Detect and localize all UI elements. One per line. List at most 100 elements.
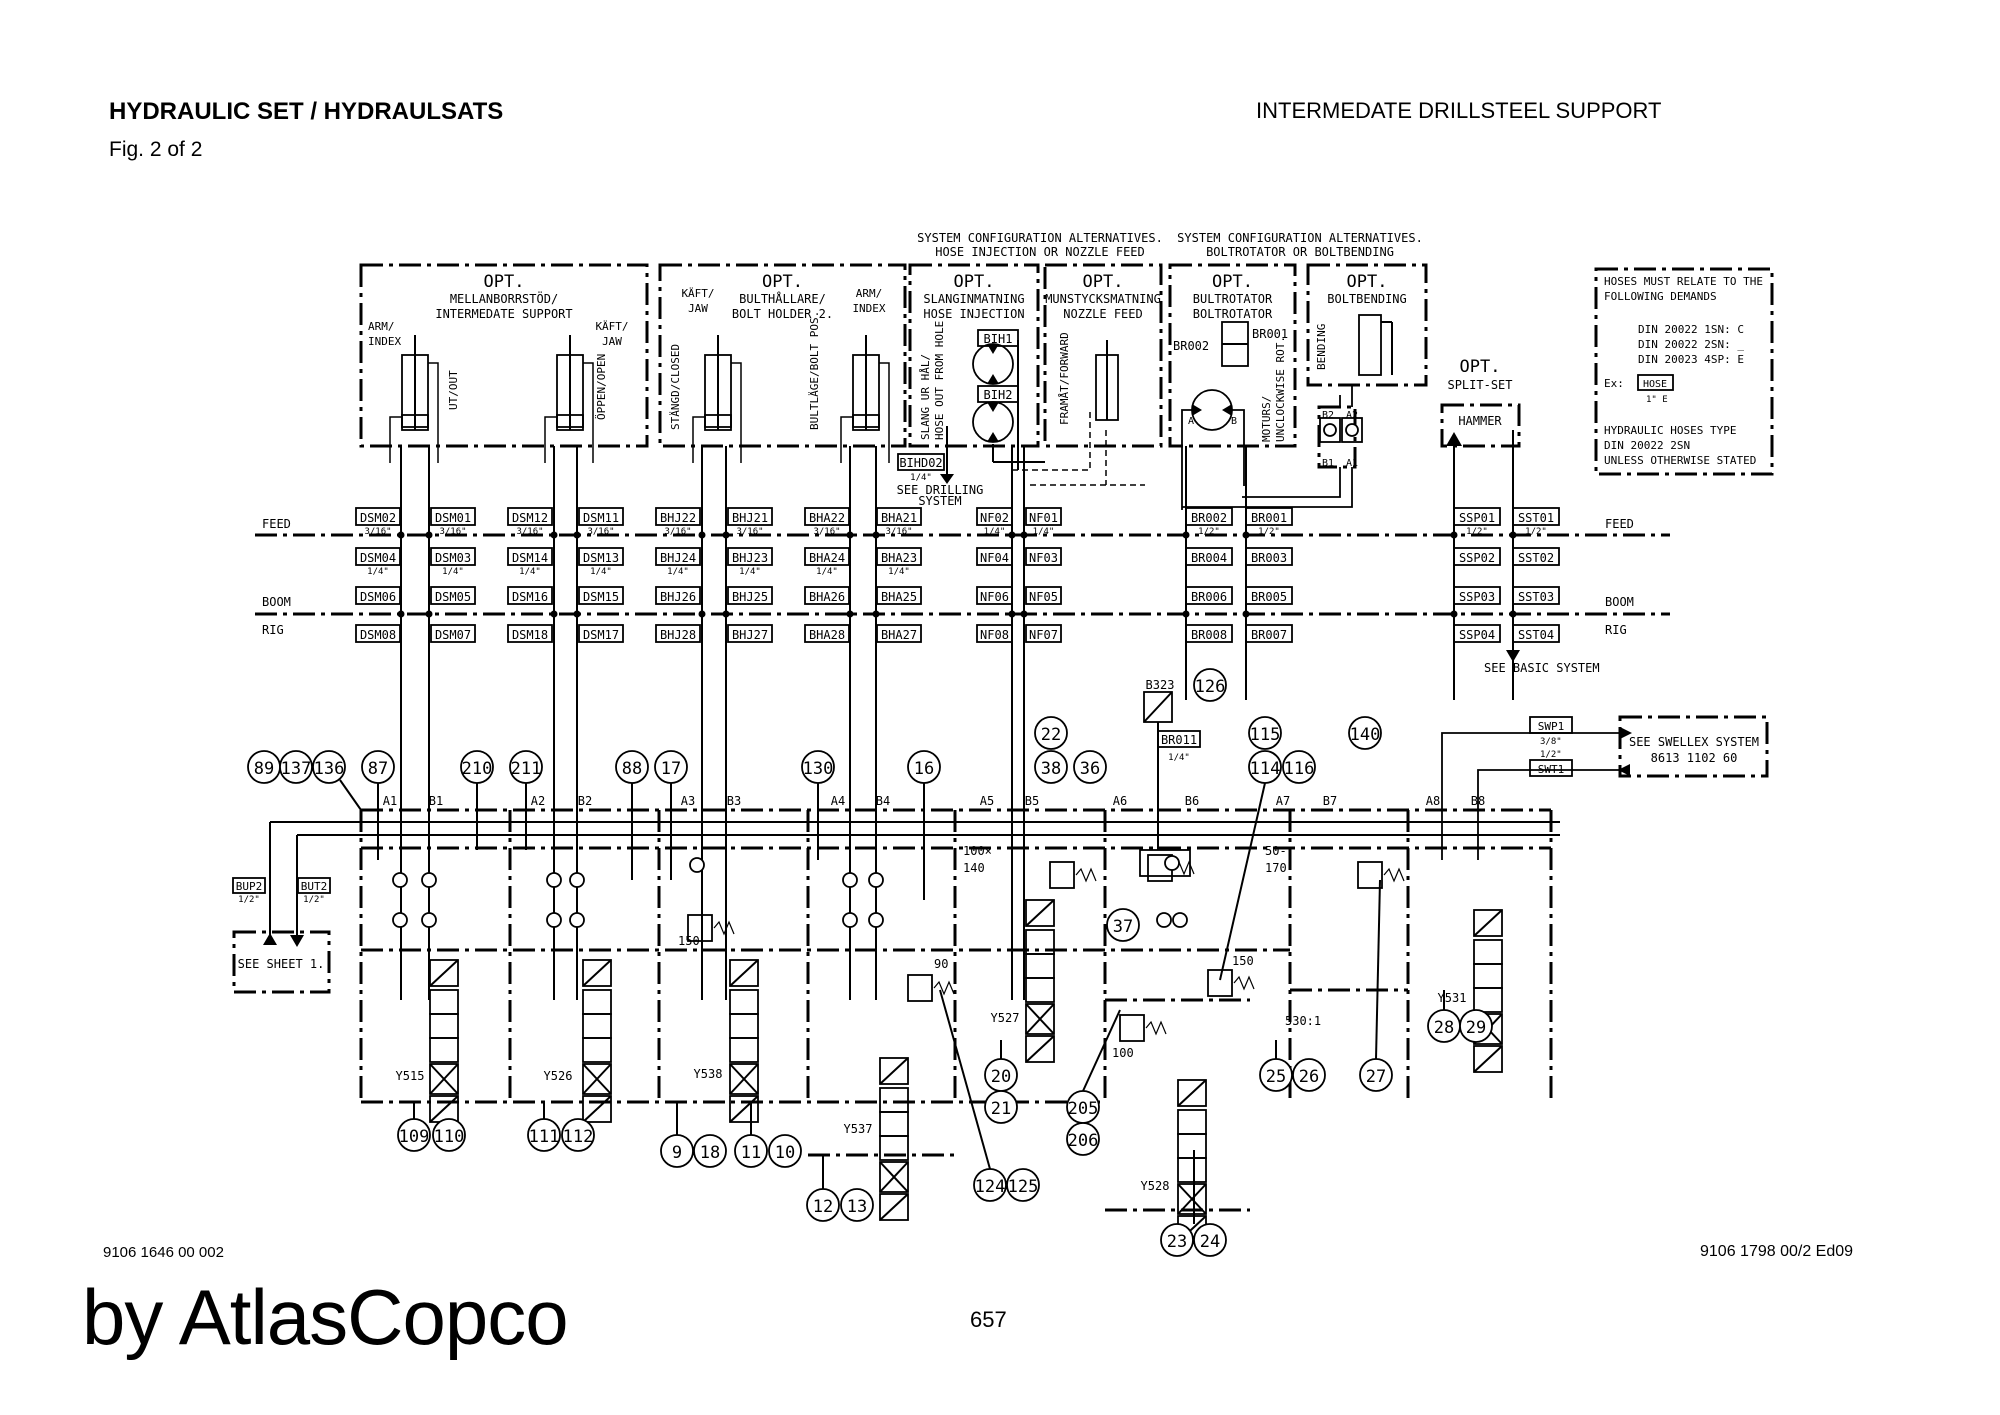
directional-valve-spool-cell [1025, 953, 1055, 979]
directional-valve-solenoid-a [582, 1095, 612, 1123]
direction-label: ÖPPEN/OPEN [595, 354, 608, 420]
item-callout [279, 750, 313, 784]
junction-dot [698, 531, 706, 539]
spring-icon [1383, 867, 1405, 883]
port-code-box [1025, 507, 1062, 526]
pipe-line [582, 1095, 612, 1123]
hose-note-text: HYDRAULIC HOSES TYPE [1604, 424, 1736, 437]
direction-label: MOTURS/ [1260, 396, 1273, 442]
item-callout-number: 210 [462, 759, 493, 779]
port-code: NF04 [980, 551, 1009, 565]
relief-valve-icon [1207, 969, 1233, 997]
setting-label: 50- [1265, 844, 1287, 858]
pipe-line [1143, 691, 1173, 723]
direction-label: STÄNGD/CLOSED [669, 344, 682, 430]
valve-label: Y537 [844, 1122, 873, 1136]
check-ball [1345, 423, 1359, 437]
port-code: NF03 [1029, 551, 1058, 565]
hose-size: 3/16" [364, 527, 391, 537]
port-code: BHJ23 [732, 551, 768, 565]
port-code: BHJ24 [660, 551, 696, 565]
check-valve-icon [392, 912, 408, 928]
setting-label: 100× [963, 844, 992, 858]
check-valve-icon [1156, 912, 1172, 928]
leader-line [1082, 1009, 1121, 1092]
port-code-box [1025, 586, 1062, 605]
setting-label: 150 [678, 934, 700, 948]
directional-valve-spool-cell [429, 989, 459, 1015]
port-code-box [578, 507, 624, 526]
item-callout [1193, 668, 1227, 702]
section-port-label: B5 [1025, 794, 1039, 808]
valve-label: Y527 [991, 1011, 1020, 1025]
page-title: HYDRAULIC SET / HYDRAULSATS [109, 98, 504, 125]
piston [704, 414, 732, 428]
item-callout-number: 28 [1434, 1018, 1454, 1038]
item-callout [840, 1188, 874, 1222]
directional-valve-spool-cell [582, 1037, 612, 1063]
hose-size: 3/16" [516, 527, 543, 537]
cylinder-port [389, 362, 439, 463]
relief-valve-icon [687, 914, 713, 942]
hose-size: 3/16" [885, 527, 912, 537]
junction-dot [1182, 531, 1190, 539]
directional-valve-solenoid-a [1025, 1035, 1055, 1063]
setting-label: 90 [934, 957, 948, 971]
junction-dot [1242, 531, 1250, 539]
hose-example-box [1637, 374, 1674, 391]
item-callout-number: 115 [1250, 725, 1281, 745]
hose-size: 1/2" [238, 895, 260, 905]
direction-label: UT/OUT [447, 370, 460, 410]
hose-example-sub: 1" E [1646, 395, 1668, 405]
port-code-box [727, 547, 773, 566]
pipe-line [1177, 1183, 1207, 1215]
item-callout [1066, 1122, 1100, 1156]
item-callout-number: 25 [1266, 1067, 1286, 1087]
directional-valve-spool-cell [879, 1135, 909, 1161]
pipe-line [1025, 1003, 1055, 1035]
port-code-box [578, 547, 624, 566]
actuator-label: JAW [688, 302, 708, 315]
directional-valve-spool-cell [1025, 977, 1055, 1003]
section-port-label: A1 [383, 794, 397, 808]
item-callout [1248, 716, 1282, 750]
config-note: SYSTEM CONFIGURATION ALTERNATIVES. [917, 231, 1163, 245]
relief-valve-icon [1049, 861, 1075, 889]
directional-valve-spool-cell [1473, 963, 1503, 989]
junction-dot [1182, 610, 1190, 618]
item-callout-number: 114 [1250, 759, 1281, 779]
boltbending-cylinder [1358, 314, 1382, 376]
directional-valve-spool-cell [729, 1037, 759, 1063]
item-callout-number: 24 [1200, 1232, 1220, 1252]
section-port-label: B6 [1185, 794, 1199, 808]
port-code-box [1185, 547, 1233, 566]
port-code-box [430, 547, 476, 566]
check-valve-icon [1172, 912, 1188, 928]
option-title: OPT. [1347, 272, 1388, 292]
junction-dot [1020, 610, 1028, 618]
junction-dot [722, 531, 730, 539]
junction-dot [846, 531, 854, 539]
item-callout-number: 23 [1167, 1232, 1187, 1252]
check-valve-icon [868, 912, 884, 928]
port-code: DSM01 [435, 511, 471, 525]
shuttle-valve-icon [1139, 849, 1191, 877]
item-callout-number: 137 [281, 759, 312, 779]
item-callout-number: 112 [563, 1127, 594, 1147]
port-code: BHA26 [809, 590, 845, 604]
port-label: BR001 [1252, 327, 1288, 341]
spring-icon [933, 980, 955, 996]
port-code-box [655, 507, 701, 526]
port-code-box [355, 547, 401, 566]
setting-label: 140 [963, 861, 985, 875]
port-code: NF05 [1029, 590, 1058, 604]
directional-valve-crossed-cell [729, 1063, 759, 1095]
junction-dot [872, 610, 880, 618]
port-code: DSM08 [360, 628, 396, 642]
directional-valve-spool-cell [582, 989, 612, 1015]
port-code: DSM14 [512, 551, 548, 565]
port-code: DSM16 [512, 590, 548, 604]
check-valve-icon [689, 857, 705, 873]
port-code: SST04 [1518, 628, 1554, 642]
directional-valve-solenoid-b [582, 959, 612, 987]
